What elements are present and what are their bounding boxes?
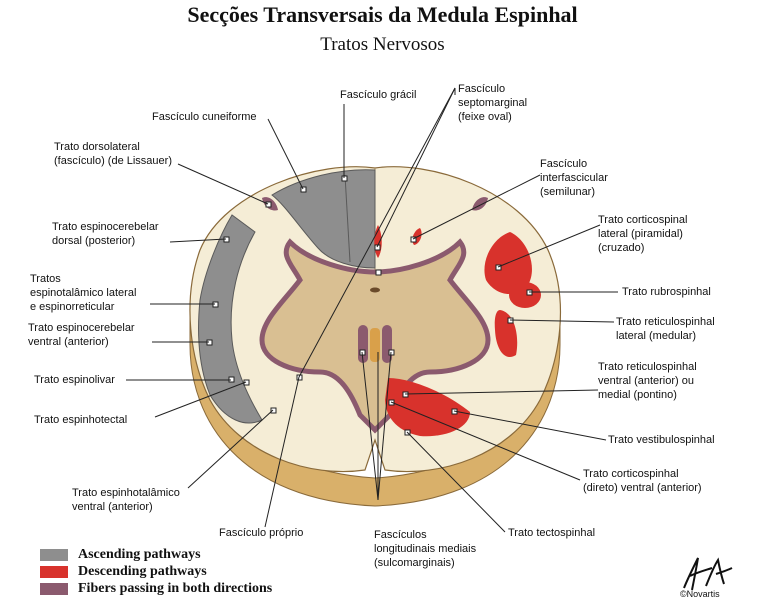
label-espinhotectal: Trato espinhotectal [34, 414, 128, 426]
label-interfascicular: Fascículo interfascicular (semilunar) [540, 158, 608, 198]
label-trato-dorsolateral: Trato dorsolateral (fascículo) (de Lissa… [54, 141, 172, 167]
label-tectospinhal: Trato tectospinhal [508, 527, 596, 539]
legend-item-descending: Descending pathways [40, 564, 207, 580]
legend-label-both: Fibers passing in both directions [78, 581, 273, 596]
label-reticulospinhal-ventral: Trato reticulospinhal ventral (anterior)… [598, 361, 697, 401]
label-reticulospinhal-lateral: Trato reticulospinhal lateral (medular) [616, 316, 715, 342]
label-fasciculo-proprio: Fascículo próprio [219, 527, 304, 539]
rubrospinal-tract [509, 282, 541, 308]
legend-label-descending: Descending pathways [78, 564, 207, 579]
legend-swatch-both [40, 583, 68, 595]
label-fasciculo-gracil: Fascículo grácil [340, 89, 417, 101]
label-vestibulospinhal: Trato vestibulospinhal [608, 434, 715, 446]
label-espinotalamico-lateral: Tratos espinotalâmico lateral e espinorr… [30, 273, 137, 313]
legend-item-ascending: Ascending pathways [40, 547, 201, 563]
gracile-cuneate-divider [344, 174, 351, 263]
label-fasciculos-longitudinais: Fascículos longitudinais mediais (sulcom… [374, 529, 477, 569]
label-espinolivar: Trato espinolivar [34, 374, 115, 386]
label-espinhotalamico-ventral: Trato espinhotalâmico ventral (anterior) [72, 487, 180, 513]
legend-item-both: Fibers passing in both directions [40, 581, 272, 597]
label-espinocerebelar-dorsal: Trato espinocerebelar dorsal (posterior) [52, 221, 159, 247]
central-canal [370, 287, 380, 293]
label-septomarginal: Fascículo septomarginal (feixe oval) [458, 83, 528, 123]
netter-signature [683, 557, 733, 591]
label-fasciculo-cuneiforme: Fascículo cuneiforme [152, 111, 257, 123]
page-title: Secções Transversais da Medula Espinhal [187, 2, 578, 27]
label-espinocerebelar-ventral: Trato espinocerebelar ventral (anterior) [28, 322, 135, 348]
copyright: ©Novartis [680, 589, 720, 599]
lateral-ascending-band [198, 214, 263, 424]
label-rubrospinhal: Trato rubrospinhal [622, 286, 711, 298]
label-corticospinal-lateral: Trato corticospinal lateral (piramidal) … [598, 214, 688, 254]
label-corticospinhal-ventral: Trato corticospinhal (direto) ventral (a… [583, 468, 702, 494]
legend-swatch-ascending [40, 549, 68, 561]
leader-lines [126, 87, 618, 533]
legend-swatch-descending [40, 566, 68, 578]
page-subtitle: Tratos Nervosos [320, 34, 445, 55]
legend-label-ascending: Ascending pathways [78, 547, 201, 562]
